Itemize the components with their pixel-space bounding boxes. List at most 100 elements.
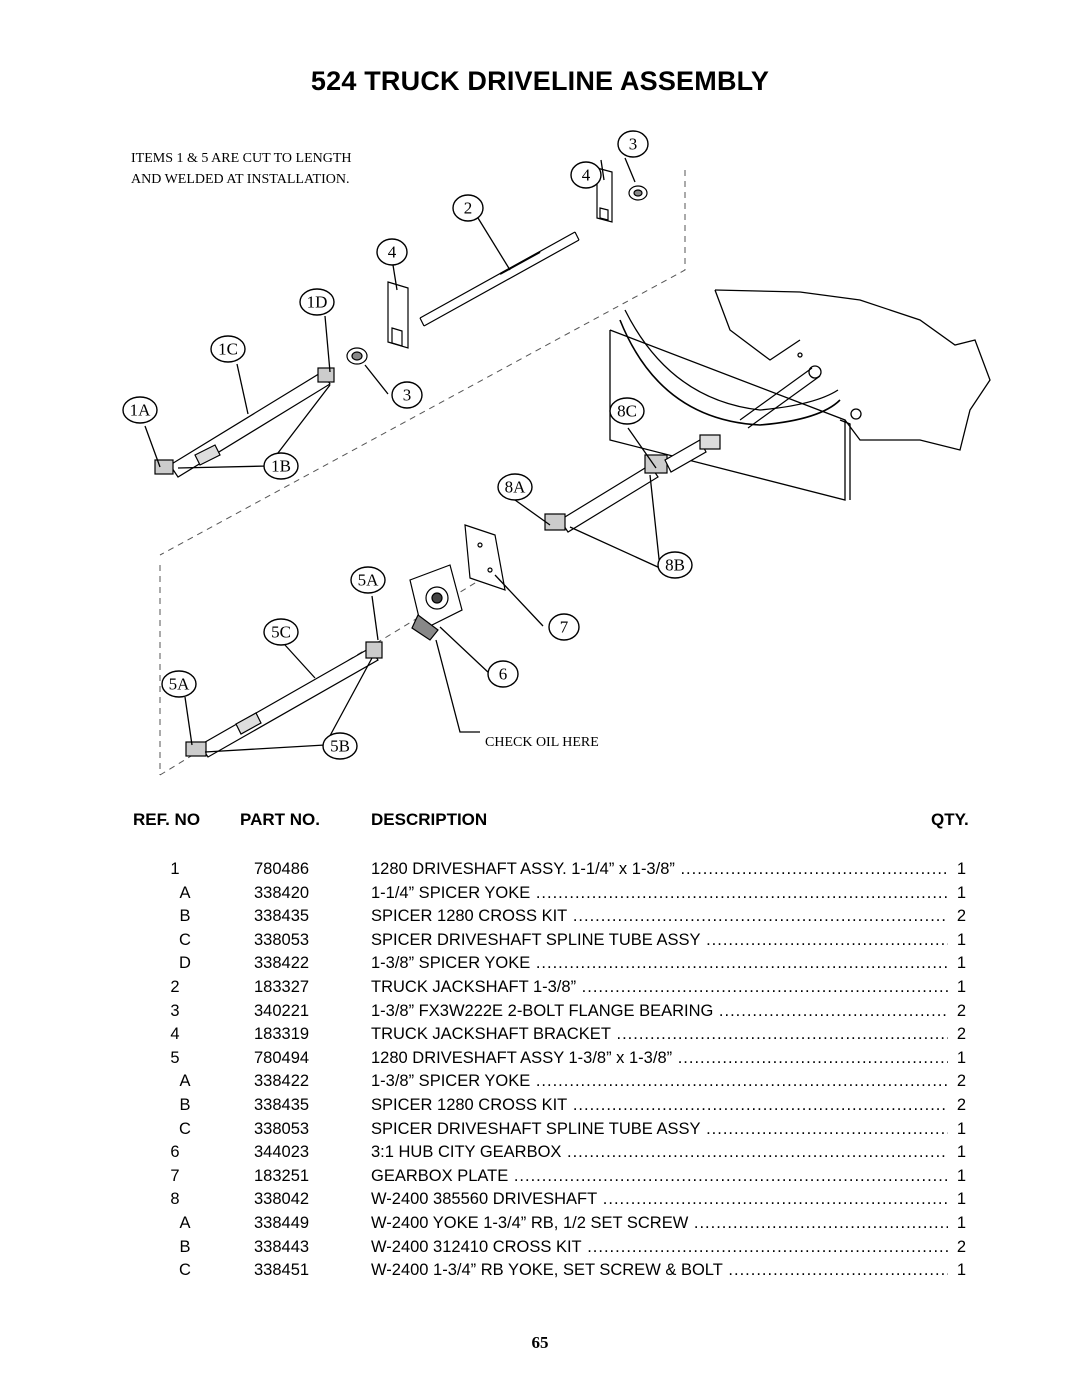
description: GEARBOX PLATE	[371, 1165, 948, 1189]
qty: 2	[956, 1001, 966, 1020]
jackshaft-drawing	[419, 231, 580, 327]
description: SPICER DRIVESHAFT SPLINE TUBE ASSY	[371, 929, 948, 953]
part-no: 338435	[254, 1095, 310, 1114]
page-title: 524 TRUCK DRIVELINE ASSEMBLY	[310, 66, 770, 96]
description: W-2400 YOKE 1-3/4” RB, 1/2 SET SCREW	[371, 1212, 948, 1236]
callout-3-mid: 3	[403, 386, 412, 405]
callout-5b: 5B	[330, 737, 350, 756]
description: TRUCK JACKSHAFT BRACKET	[371, 1023, 948, 1047]
part-no: 338420	[254, 883, 310, 902]
qty: 1	[956, 1143, 966, 1162]
ref-no: C	[179, 930, 191, 949]
dashed-boundary	[159, 170, 686, 776]
qty: 1	[956, 883, 966, 902]
page-number: 65	[531, 1333, 549, 1352]
parts-table-header: REF. NO PART NO. DESCRIPTION QTY.	[0, 810, 1080, 836]
flange-bearing-drawing	[346, 185, 648, 365]
leader-lines	[144, 157, 661, 753]
ref-no: A	[179, 883, 191, 902]
qty: 1	[956, 954, 966, 973]
description: TRUCK JACKSHAFT 1-3/8”	[371, 976, 948, 1000]
gearbox-plate-drawing	[464, 524, 506, 591]
driveshaft-1-drawing	[154, 367, 335, 478]
callout-8a: 8A	[505, 478, 527, 497]
header-description: DESCRIPTION	[371, 810, 488, 829]
table-row: A 338449 W-2400 YOKE 1-3/4” RB, 1/2 SET SC…	[0, 1212, 1080, 1236]
part-no: 338053	[254, 930, 310, 949]
description: W-2400 385560 DRIVESHAFT	[371, 1188, 948, 1212]
description: W-2400 312410 CROSS KIT	[371, 1236, 948, 1260]
ref-no: 2	[170, 977, 180, 996]
callout-1a: 1A	[130, 401, 152, 420]
part-no: 183319	[254, 1025, 310, 1044]
ref-no: 1	[170, 860, 180, 878]
ref-no: 8	[170, 1190, 180, 1209]
table-row: A 338420 1-1/4” SPICER YOKE 1	[0, 882, 1080, 906]
part-no: 338053	[254, 1119, 310, 1138]
part-no: 338449	[254, 1213, 310, 1232]
callout-1d: 1D	[307, 293, 328, 312]
header-qty: QTY.	[931, 810, 969, 829]
qty: 2	[956, 1237, 966, 1256]
header-part-no: PART NO.	[240, 810, 320, 829]
callout-4-top: 4	[582, 166, 591, 185]
qty: 2	[956, 1025, 966, 1044]
jackshaft-bracket-drawing	[387, 167, 613, 349]
callout-8b: 8B	[665, 556, 685, 575]
qty: 1	[956, 1119, 966, 1138]
callout-8c: 8C	[617, 402, 637, 421]
description: SPICER 1280 CROSS KIT	[371, 905, 948, 929]
ref-no: 3	[170, 1001, 180, 1020]
installation-note-line2: AND WELDED AT INSTALLATION.	[131, 172, 349, 187]
qty: 1	[956, 1261, 966, 1280]
table-row: C 338053 SPICER DRIVESHAFT SPLINE TUBE ASS…	[0, 929, 1080, 953]
ref-no: 5	[170, 1048, 180, 1067]
description: 1280 DRIVESHAFT ASSY 1-3/8” x 1-3/8”	[371, 1047, 948, 1071]
callout-5a-top: 5A	[358, 571, 380, 590]
qty: 1	[956, 1190, 966, 1209]
ref-no: B	[179, 1237, 191, 1256]
part-no: 338451	[254, 1261, 310, 1280]
ref-no: B	[179, 1095, 191, 1114]
part-no: 183327	[254, 977, 310, 996]
installation-note-line1: ITEMS 1 & 5 ARE CUT TO LENGTH	[131, 151, 352, 166]
callout-circles	[122, 130, 693, 760]
part-no: 338042	[254, 1190, 310, 1209]
part-no: 780486	[254, 860, 310, 878]
callout-6: 6	[499, 665, 508, 684]
callout-7: 7	[560, 618, 569, 637]
exploded-parts-diagram: ITEMS 1 & 5 ARE CUT TO LENGTH AND WELDED…	[122, 130, 991, 776]
part-no: 338443	[254, 1237, 310, 1256]
qty: 1	[956, 930, 966, 949]
table-row: 2 183327 TRUCK JACKSHAFT 1-3/8” 1	[0, 976, 1080, 1000]
callout-5a-left: 5A	[169, 675, 191, 694]
description: W-2400 1-3/4” RB YOKE, SET SCREW & BOLT	[371, 1259, 948, 1283]
qty: 1	[956, 977, 966, 996]
callout-5c: 5C	[271, 623, 291, 642]
part-no: 338422	[254, 1072, 310, 1091]
check-oil-label: CHECK OIL HERE	[485, 735, 599, 750]
qty: 1	[956, 1048, 966, 1067]
table-row: B 338443 W-2400 312410 CROSS KIT 2	[0, 1236, 1080, 1260]
part-no: 338435	[254, 907, 310, 926]
part-no: 340221	[254, 1001, 310, 1020]
description: 1-3/8” SPICER YOKE	[371, 1070, 948, 1094]
description: SPICER DRIVESHAFT SPLINE TUBE ASSY	[371, 1118, 948, 1142]
ref-no: A	[179, 1213, 191, 1232]
description: 1-1/4” SPICER YOKE	[371, 882, 948, 906]
truck-frame-drawing	[609, 289, 991, 501]
callout-1b: 1B	[271, 457, 291, 476]
ref-no: 4	[170, 1025, 180, 1044]
callout-1c: 1C	[218, 340, 238, 359]
callout-4-mid: 4	[388, 243, 397, 262]
table-row: 8 338042 W-2400 385560 DRIVESHAFT 1	[0, 1188, 1080, 1212]
driveshaft-8-drawing	[544, 434, 721, 533]
description: 3:1 HUB CITY GEARBOX	[371, 1141, 948, 1165]
